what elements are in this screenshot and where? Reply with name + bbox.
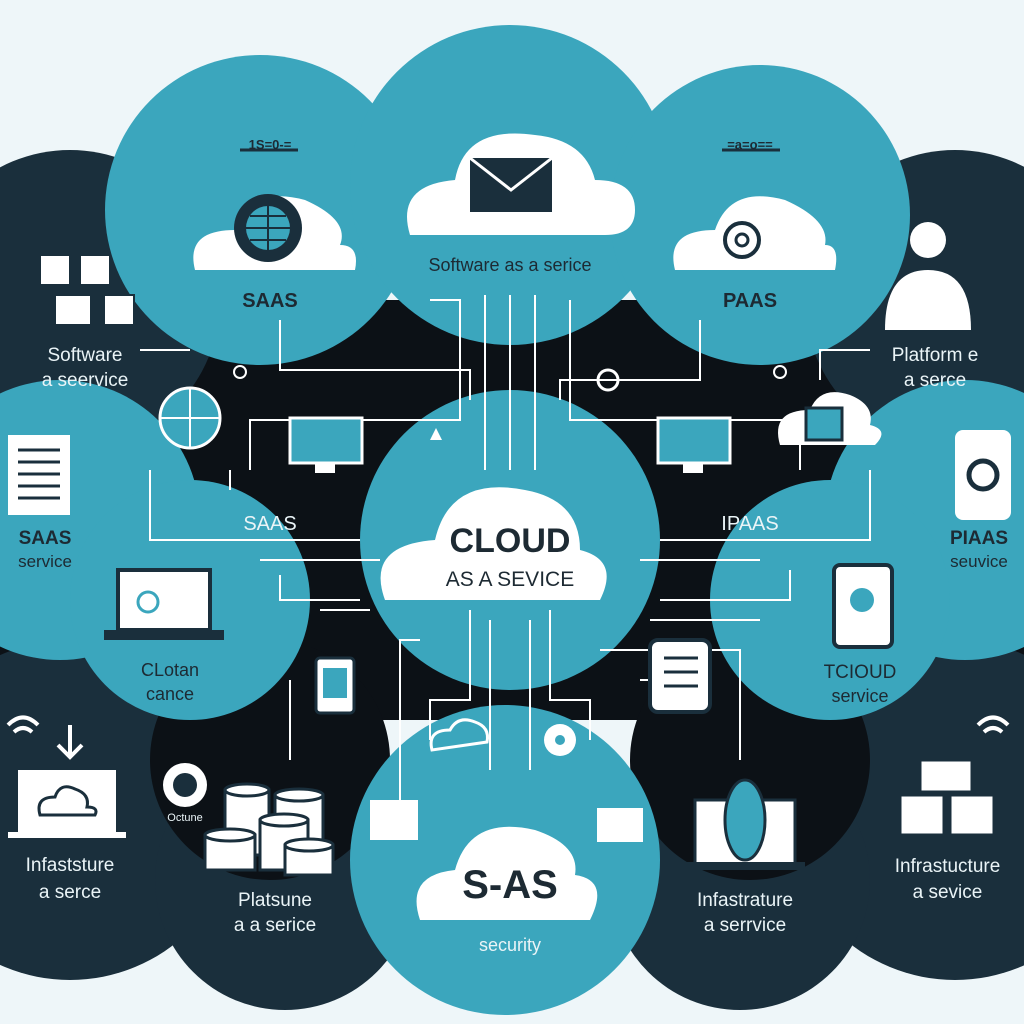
- label-paas-top: PAAS: [722, 290, 778, 312]
- label-bottom-left-1: Infaststure: [25, 855, 115, 876]
- label-ipaas-mid: IPAAS: [721, 513, 779, 535]
- white-clouds: [193, 133, 837, 920]
- tablet-icon: [832, 563, 894, 649]
- label-right-low-2: service: [831, 686, 889, 706]
- person-icon: [885, 222, 971, 330]
- label-cloud-subtitle: AS A SEVICE: [445, 568, 575, 591]
- label-security: security: [478, 935, 541, 955]
- document-list-icon: [8, 435, 70, 515]
- label-right-low-1: TCIOUD: [823, 662, 897, 683]
- label-octune: Octune: [167, 812, 203, 824]
- label-saas-mid: SAAS: [243, 513, 297, 535]
- cloud-laptop-icon: [8, 770, 126, 838]
- lightbulb-icon: [596, 368, 620, 392]
- label-right-upper-1: Platform e: [891, 345, 979, 366]
- globe-icon: [158, 386, 222, 450]
- cloud-device-icon: [778, 392, 882, 445]
- label-bottom-l2-2: a a serice: [233, 915, 317, 936]
- label-left-low-2: cance: [145, 684, 195, 704]
- label-left-mid-2: service: [18, 552, 72, 571]
- building-icon: [685, 778, 805, 870]
- label-bottom-r2-1: Infastrature: [696, 890, 794, 911]
- label-squiggle-right: =a=o==: [727, 137, 773, 152]
- label-left-upper-2: a seervice: [41, 370, 129, 391]
- server-tablet-icon: [648, 638, 712, 714]
- globe-gear-icon: [234, 194, 302, 262]
- label-right-upper-2: a serce: [903, 370, 967, 391]
- label-bottom-right-1: Infrastucture: [894, 856, 1001, 877]
- label-right-mid-1: PIAAS: [949, 528, 1009, 549]
- boxes-icon: [898, 758, 996, 837]
- label-left-mid-1: SAAS: [18, 528, 72, 549]
- monitor-icon: [288, 416, 732, 473]
- download-icon: [56, 725, 84, 760]
- envelope-icon: [469, 156, 553, 212]
- gear-icon: [723, 221, 761, 259]
- side-app-icons: [39, 254, 135, 326]
- small-decor: [163, 365, 787, 842]
- label-bottom-r2-2: a serrvice: [703, 915, 787, 936]
- cloud-icon: [429, 718, 489, 752]
- label-left-low-1: CLotan: [140, 660, 200, 680]
- phone-gear-icon: [955, 430, 1011, 520]
- label-bottom-left-2: a serce: [38, 882, 102, 903]
- label-software-as-a-service: Software as a serice: [428, 255, 592, 275]
- label-saas-top: SAAS: [242, 290, 298, 312]
- label-right-mid-2: seuvice: [950, 552, 1008, 571]
- label-bottom-right-2: a sevice: [912, 882, 983, 903]
- label-squiggle-left: 1S=0-=: [248, 137, 292, 152]
- wifi-icon: [6, 715, 1010, 734]
- phone-icon: [314, 656, 356, 715]
- label-left-upper-1: Software: [47, 345, 123, 366]
- gear-icon-center: [544, 724, 576, 756]
- laptop-icon: [104, 568, 224, 640]
- database-icon: [203, 782, 335, 877]
- label-s-as-title: S-AS: [462, 863, 558, 907]
- label-cloud-title: CLOUD: [449, 522, 571, 560]
- label-bottom-l2-1: Platsune: [238, 890, 312, 911]
